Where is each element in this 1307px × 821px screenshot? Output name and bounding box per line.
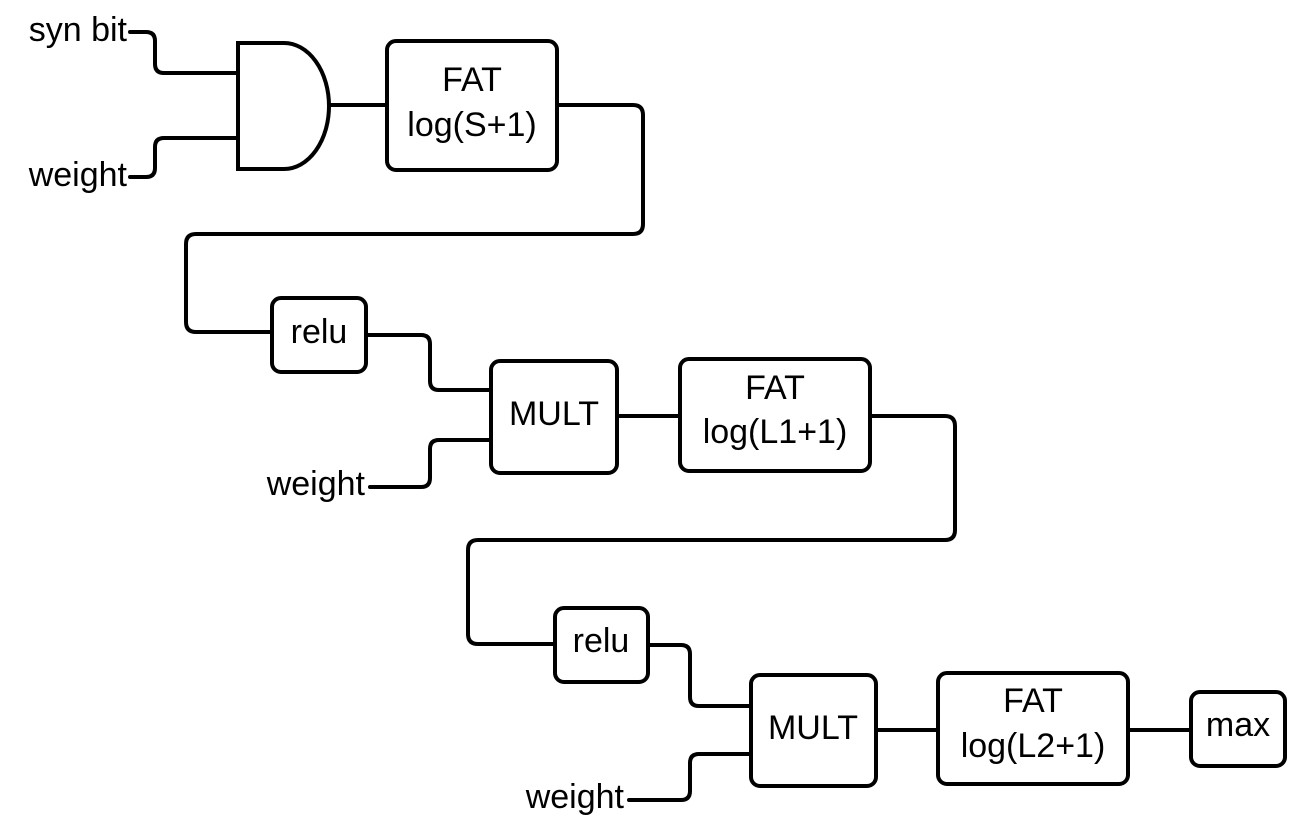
- fat-block-2-title: FAT: [745, 369, 805, 407]
- wire-weight-1: [128, 136, 240, 179]
- wire-weight-3: [627, 752, 753, 802]
- relu-block-2: relu: [553, 606, 650, 684]
- mult-block-2-label: MULT: [768, 709, 858, 747]
- relu-block-1: relu: [270, 296, 368, 374]
- relu-block-1-label: relu: [291, 313, 348, 351]
- mult-block-2: MULT: [749, 673, 878, 788]
- input-label-syn-bit: syn bit: [29, 11, 128, 49]
- wire-fat2-to-relu2: [466, 414, 957, 646]
- wire-syn-bit: [128, 30, 240, 75]
- input-label-weight-3: weight: [525, 778, 625, 816]
- max-block: max: [1189, 690, 1287, 768]
- wire-relu1-to-mult1: [364, 333, 493, 392]
- wire-relu2-to-mult2: [646, 643, 753, 708]
- mult-block-1: MULT: [489, 359, 619, 475]
- and-gate: [236, 41, 331, 171]
- relu-block-2-label: relu: [573, 622, 630, 660]
- wire-fat1-to-relu1: [184, 103, 645, 334]
- fat-block-3: FAT log(L2+1): [936, 671, 1130, 786]
- fat-block-2: FAT log(L1+1): [678, 357, 872, 473]
- fat-block-2-formula: log(L1+1): [703, 413, 848, 451]
- fat-block-1-title: FAT: [442, 61, 502, 99]
- wire-weight-2: [368, 438, 493, 489]
- fat-block-3-formula: log(L2+1): [961, 727, 1106, 765]
- fat-block-1: FAT log(S+1): [385, 39, 559, 172]
- fat-block-1-formula: log(S+1): [407, 106, 536, 144]
- input-label-weight-2: weight: [266, 465, 366, 503]
- input-label-weight-1: weight: [28, 156, 128, 194]
- mult-block-1-label: MULT: [509, 395, 599, 433]
- fat-block-3-title: FAT: [1003, 682, 1063, 720]
- max-block-label: max: [1206, 706, 1270, 744]
